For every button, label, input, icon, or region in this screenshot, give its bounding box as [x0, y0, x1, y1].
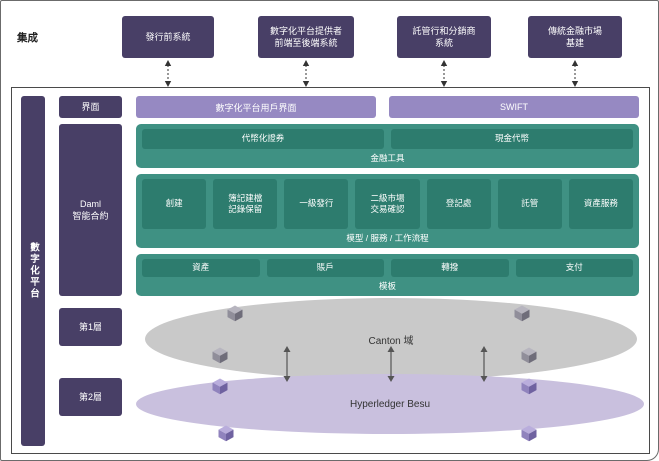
workflow-box-custody: 託管: [497, 179, 562, 229]
tokenised-securities-box: 代幣化證券: [142, 129, 384, 149]
system-box-platform-provider: 數字化平台提供者 前端至後端系統: [258, 16, 354, 58]
daml-smart-contract-box: Daml 智能合約: [59, 124, 122, 296]
node-cube-icon: [226, 304, 244, 322]
digital-platform-panel: 數字化平台 界面 Daml 智能合約 第1層 第2層 數字化平台用戶界面 SWI…: [11, 87, 650, 454]
workflow-box-registry: 登記處: [426, 179, 491, 229]
template-box-payments: 支付: [515, 259, 633, 277]
layer-link-arrow: [479, 346, 489, 382]
user-interface-bar: 數字化平台用戶界面: [136, 96, 376, 118]
layer-link-arrow: [282, 346, 292, 382]
system-box-pre-issuance: 發行前系統: [122, 16, 214, 58]
interface-label-box: 界面: [59, 96, 122, 118]
node-cube-icon: [217, 424, 235, 442]
workflow-box-bookbuilding: 簿記建檔 記錄保留: [213, 179, 278, 229]
template-box-assets: 資產: [142, 259, 260, 277]
workflows-title: 模型 / 服務 / 工作流程: [346, 233, 429, 243]
integration-label: 集成: [17, 32, 38, 44]
system-box-custodian-distributor: 託管行和分銷商 系統: [397, 16, 491, 58]
dotted-double-arrow: [301, 60, 311, 87]
dotted-double-arrow: [163, 60, 173, 87]
financial-instruments-section: 代幣化證券 現金代幣 金融工具: [136, 124, 639, 168]
dotted-double-arrow: [439, 60, 449, 87]
workflow-box-asset-servicing: 資產服務: [568, 179, 633, 229]
templates-title: 模板: [378, 281, 396, 291]
workflow-box-create: 創建: [142, 179, 207, 229]
swift-bar: SWIFT: [389, 96, 639, 118]
workflow-box-secondary-trading: 二級市場 交易確認: [355, 179, 420, 229]
template-box-accounts: 賬戶: [266, 259, 384, 277]
workflow-box-primary-issuance: 一級發行: [284, 179, 349, 229]
layer-link-arrow: [386, 346, 396, 382]
node-cube-icon: [211, 346, 229, 364]
node-cube-icon: [520, 346, 538, 364]
canton-domain-label: Canton 域: [368, 335, 414, 347]
node-cube-icon: [520, 424, 538, 442]
hyperledger-besu-label: Hyperledger Besu: [349, 398, 431, 410]
platform-side-label: 數字化平台: [21, 96, 45, 446]
cash-token-box: 現金代幣: [391, 129, 633, 149]
template-box-transfers: 轉撥: [391, 259, 509, 277]
dotted-double-arrow: [570, 60, 580, 87]
layer2-label-box: 第2層: [59, 378, 122, 416]
layer1-label-box: 第1層: [59, 308, 122, 346]
node-cube-icon: [513, 304, 531, 322]
templates-section: 資產 賬戶 轉撥 支付 模板: [136, 254, 639, 296]
financial-instruments-title: 金融工具: [370, 153, 405, 163]
node-cube-icon: [211, 377, 229, 395]
node-cube-icon: [520, 377, 538, 395]
system-box-traditional-fmi: 傳統金融市場 基建: [528, 16, 622, 58]
workflows-section: 創建 簿記建檔 記錄保留 一級發行 二級市場 交易確認 登記處 託管 資產服務 …: [136, 174, 639, 248]
